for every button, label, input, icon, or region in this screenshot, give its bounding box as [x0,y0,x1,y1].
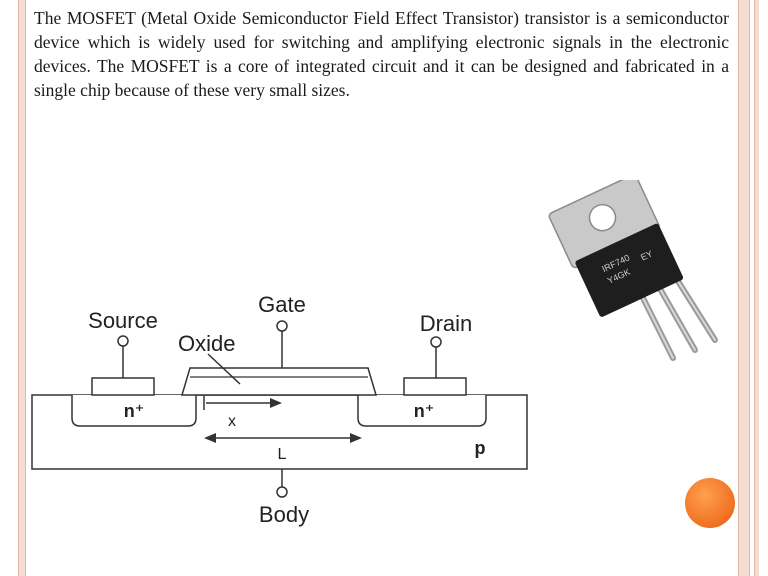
mounting-hole [588,203,617,232]
gate-label: Gate [258,292,306,317]
source-label: Source [88,308,158,333]
right-decorative-rail-outer [754,0,759,576]
gate-terminal [276,320,288,332]
orange-decorative-circle [685,478,735,528]
drain-n-label: n⁺ [414,401,435,421]
x-label: x [228,413,236,430]
left-decorative-rail [18,0,26,576]
drain-contact [403,377,467,396]
body-label: Body [259,502,309,527]
gate-oxide-layer [180,367,378,396]
package-marking-3: EY [639,248,654,262]
p-label: p [475,438,486,458]
right-decorative-rail [738,0,750,576]
drain-terminal [430,336,442,348]
oxide-label: Oxide [178,331,235,356]
source-n-region [71,395,197,427]
source-terminal [117,335,129,347]
drain-label: Drain [420,311,473,336]
source-contact [91,377,155,396]
to220-transistor-image: IRF740 Y4GK EY [548,180,718,361]
mosfet-description: The MOSFET (Metal Oxide Semiconductor Fi… [34,8,729,100]
mosfet-cross-section-diagram: Gate Source Drain Oxide n⁺ n⁺ x L p Body [31,292,528,527]
body-terminal [276,486,288,498]
drain-n-region [357,395,487,427]
oxide-pointer [207,353,241,385]
length-label: L [278,446,287,463]
plastic-body [575,223,684,317]
source-n-label: n⁺ [124,401,145,421]
